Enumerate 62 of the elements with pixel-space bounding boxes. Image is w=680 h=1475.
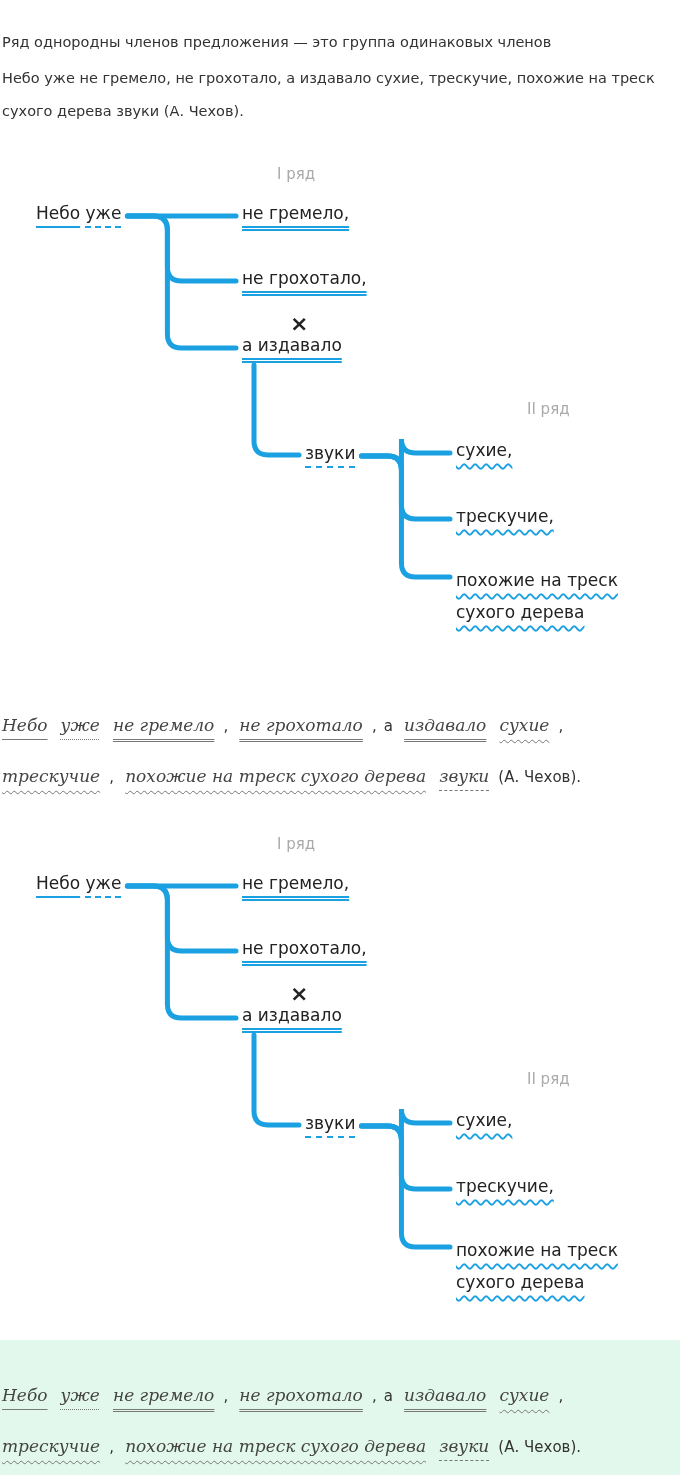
punctuation-mark: , — [558, 1387, 564, 1405]
underlined-phrase: сухие, — [456, 1110, 513, 1142]
punctuation-mark: , — [371, 717, 377, 735]
punctuation-mark: , — [558, 717, 564, 735]
punctuation-mark: , — [223, 717, 229, 735]
punctuation-mark: , — [223, 1387, 229, 1405]
row-label: I ряд — [277, 165, 316, 183]
conjunction: а — [383, 1387, 393, 1405]
citation: (А. Чехов). — [498, 1438, 582, 1456]
underlined-word: Небо — [36, 873, 81, 893]
row-label: I ряд — [277, 835, 316, 853]
underlined-word: звуки — [439, 1436, 490, 1456]
punctuation-mark: , — [371, 1387, 377, 1405]
underlined-phrase: похожие на треск сухого дерева — [456, 564, 651, 640]
conjunction: а — [383, 717, 393, 735]
underlined-phrase: звуки — [305, 1113, 356, 1145]
underlined-phrase: похожие на треск сухого дерева — [456, 1234, 651, 1310]
punctuation-mark: , — [109, 768, 115, 786]
underlined-word: Небо — [2, 1385, 48, 1405]
sentence-text: Небо уже не гремело, не грохотало, а издавало сухие, трескучие, похожие на треск сухого дерева звуки (А. Чехов). — [2, 69, 656, 121]
underlined-phrase: а издавало — [242, 1005, 342, 1037]
bracket-line — [124, 883, 239, 1021]
underlined-word: похожие на треск сухого дерева — [125, 766, 427, 786]
cross-mark: × — [290, 313, 309, 335]
bracket-line — [251, 362, 302, 458]
underlined-phrase: трескучие, — [456, 1176, 554, 1208]
bracket-line — [251, 1032, 302, 1128]
cross-mark: × — [290, 983, 309, 1005]
underlined-word: уже — [85, 873, 122, 893]
underlined-word: не гремело — [112, 715, 215, 735]
heading-text: Ряд однородны членов предложения — это группа одинаковых членов — [2, 34, 553, 50]
underlined-word: не грохотало — [239, 715, 363, 735]
bracket-line — [124, 213, 239, 351]
underlined-word: Небо — [2, 715, 48, 735]
underlined-word: трескучие — [2, 766, 101, 786]
underlined-phrase: не грохотало, — [242, 268, 367, 300]
underlined-word: уже — [60, 1385, 100, 1405]
row-label: II ряд — [527, 400, 570, 418]
citation: (А. Чехов). — [498, 768, 582, 786]
bracket-line — [358, 453, 453, 580]
underlined-phrase: а издавало — [242, 335, 342, 367]
underlined-phrase: звуки — [305, 443, 356, 475]
underlined-word: уже — [60, 715, 100, 735]
row-label: II ряд — [527, 1070, 570, 1088]
underlined-word: сухие — [499, 715, 550, 735]
underlined-phrase: не гремело, — [242, 203, 350, 235]
underlined-phrase: сухие, — [456, 440, 513, 472]
underlined-phrase: трескучие, — [456, 506, 554, 538]
underlined-word: звуки — [439, 766, 490, 786]
underlined-word: сухие — [499, 1385, 550, 1405]
underlined-phrase: не гремело, — [242, 873, 350, 905]
underlined-word: похожие на треск сухого дерева — [125, 1436, 427, 1456]
underlined-word: не гремело — [112, 1385, 215, 1405]
underlined-word: издавало — [404, 715, 487, 735]
underlined-phrase: не грохотало, — [242, 938, 367, 970]
underlined-word: Небо — [36, 203, 81, 223]
underlined-word: не грохотало — [239, 1385, 363, 1405]
underlined-word: уже — [85, 203, 122, 223]
underlined-word: трескучие — [2, 1436, 101, 1456]
bracket-line — [358, 1123, 453, 1250]
punctuation-mark: , — [109, 1438, 115, 1456]
underlined-word: издавало — [404, 1385, 487, 1405]
